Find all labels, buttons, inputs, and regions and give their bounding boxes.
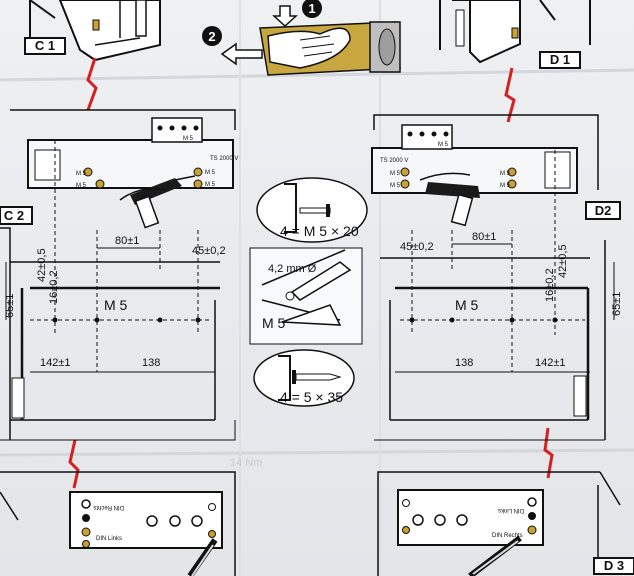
svg-text:M 5: M 5 <box>455 297 479 313</box>
mounting-plate-right: DIN Links DIN Rechts D 3 <box>377 471 634 576</box>
fold-line <box>0 448 634 457</box>
dim-45: 45±0,2 <box>192 245 226 257</box>
label-m5-drill: M 5 <box>104 297 128 313</box>
svg-text:M 5: M 5 <box>76 171 87 177</box>
svg-text:80±1: 80±1 <box>472 231 496 243</box>
dim-16: 16±0,2 <box>48 270 60 304</box>
svg-text:TS 2000 V: TS 2000 V <box>380 158 408 164</box>
svg-text:M 5: M 5 <box>438 142 449 148</box>
drilling-template-d2: M 5 M 5 M 5 M 5 M 5 TS 2000 V D2 <box>371 114 623 441</box>
label-c2: C 2 <box>4 208 24 223</box>
mounting-plate-left: DIN Rechts DIN Links <box>0 471 236 576</box>
label-m5: M 5 <box>183 136 194 142</box>
label-c1: C 1 <box>35 38 55 53</box>
svg-text:M 5: M 5 <box>390 171 401 177</box>
din-links-label-right: DIN Links <box>498 507 524 513</box>
screw-m5x20: 4 = M 5 × 20 <box>280 223 359 239</box>
tap-m5: M 5 <box>262 315 286 331</box>
svg-text:M 5: M 5 <box>76 183 87 189</box>
closer-illustration: 1 2 <box>202 0 401 76</box>
svg-text:M 5: M 5 <box>205 170 216 176</box>
din-links-label: DIN Links <box>96 536 122 542</box>
svg-text:M 5: M 5 <box>205 182 216 188</box>
label-d2: D2 <box>595 203 612 218</box>
door-diagram-c1: C 1 <box>24 0 161 62</box>
red-marker <box>504 67 516 123</box>
din-rechts-label: DIN Rechts <box>93 504 124 510</box>
svg-text:M 5: M 5 <box>390 183 401 189</box>
drill-diameter: 4,2 mm Ø <box>268 263 317 275</box>
svg-text:65±1: 65±1 <box>611 292 623 316</box>
screw-5x35: 4 = 5 × 35 <box>280 389 343 405</box>
red-marker <box>86 57 98 111</box>
label-model: TS 2000 V <box>210 156 238 162</box>
fold-line <box>0 68 634 82</box>
red-marker <box>68 439 80 489</box>
showthrough-text: 14 Nm <box>230 457 262 469</box>
dim-65: 65±1 <box>4 294 16 318</box>
step-2-badge: 2 <box>208 29 215 44</box>
svg-text:45±0,2: 45±0,2 <box>400 241 434 253</box>
dim-138: 138 <box>142 357 160 369</box>
dim-80: 80±1 <box>115 235 139 247</box>
screw-details: 4 = M 5 × 20 4,2 mm Ø M 5 4 = 5 × 35 <box>249 177 368 407</box>
svg-text:16±0,2: 16±0,2 <box>544 268 556 302</box>
label-d1: D 1 <box>550 52 570 67</box>
dim-142: 142±1 <box>40 357 71 369</box>
svg-text:M 5: M 5 <box>500 171 511 177</box>
svg-text:42±0,5: 42±0,5 <box>557 244 569 278</box>
red-marker <box>543 427 554 479</box>
din-rechts-label-right: DIN Rechts <box>492 533 523 539</box>
dim-42: 42±0,5 <box>36 248 48 282</box>
svg-text:142±1: 142±1 <box>535 357 566 369</box>
drilling-template-c2: M 5 M 5 M 5 M 5 M 5 TS 2000 V C 2 <box>0 109 238 441</box>
step-1-badge: 1 <box>308 1 315 16</box>
label-d3: D 3 <box>604 558 624 573</box>
door-diagram-d1: D 1 <box>439 0 591 69</box>
svg-text:138: 138 <box>455 357 473 369</box>
svg-text:M 5: M 5 <box>500 183 511 189</box>
